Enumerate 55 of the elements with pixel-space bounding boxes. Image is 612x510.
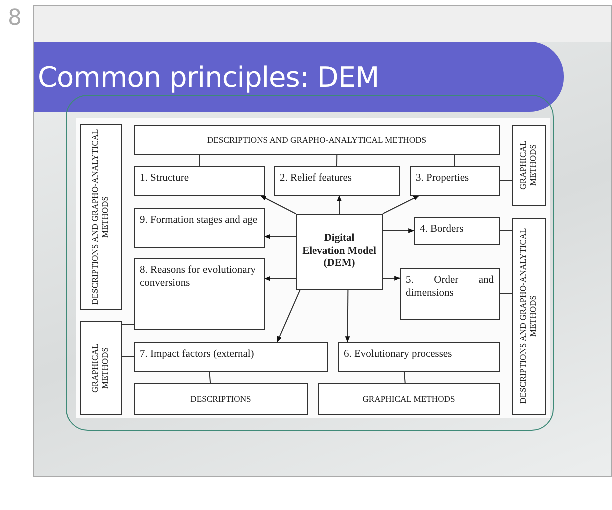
connector-line bbox=[209, 372, 212, 384]
process-box bbox=[512, 125, 546, 206]
connector-line bbox=[199, 154, 200, 166]
slide-title: Common principles: DEM bbox=[38, 60, 380, 94]
arrow bbox=[264, 276, 296, 282]
vertical-label: DESCRIPTIONS AND GRAPHO-ANALYTICAL METHODS bbox=[519, 228, 539, 406]
arrow bbox=[382, 228, 415, 234]
process-box bbox=[80, 321, 122, 415]
arrow bbox=[260, 196, 296, 214]
connector-line bbox=[500, 294, 512, 295]
process-box bbox=[414, 217, 500, 245]
vertical-label: GRAPHICAL METHODS bbox=[91, 342, 111, 395]
box-label: 7. Impact factors (external) bbox=[140, 349, 254, 362]
arrow bbox=[345, 290, 350, 343]
process-box bbox=[274, 166, 400, 196]
process-box bbox=[134, 208, 265, 248]
arrow bbox=[382, 196, 420, 214]
box-label: 5. Order and dimensions bbox=[406, 275, 494, 300]
box-label: 9. Formation stages and age bbox=[140, 215, 258, 228]
connector-line bbox=[500, 230, 512, 232]
connector-line bbox=[122, 356, 134, 358]
process-box bbox=[134, 342, 328, 372]
vertical-label: DESCRIPTIONS AND GRAPHO-ANALYTICAL METHODS bbox=[91, 128, 111, 307]
box-label: Digital Elevation Model (DEM) bbox=[302, 233, 377, 271]
central-box bbox=[296, 214, 383, 290]
box-label: GRAPHICAL METHODS bbox=[362, 394, 456, 404]
connector-line bbox=[122, 324, 134, 326]
process-box bbox=[318, 383, 500, 415]
arrow bbox=[277, 290, 301, 343]
process-box bbox=[134, 125, 500, 155]
connector-line bbox=[404, 372, 406, 384]
process-box bbox=[400, 268, 500, 320]
box-label: 8. Reasons for evolutionary conversions bbox=[140, 265, 258, 290]
process-box bbox=[134, 166, 265, 196]
box-label: 3. Properties bbox=[416, 173, 470, 186]
process-box bbox=[338, 342, 500, 372]
arrow bbox=[382, 276, 401, 281]
process-box bbox=[512, 218, 546, 415]
box-label: DESCRIPTIONS bbox=[190, 394, 252, 404]
process-box bbox=[134, 383, 308, 415]
connector-line bbox=[336, 154, 338, 166]
box-label: 6. Evolutionary processes bbox=[344, 349, 452, 362]
process-box bbox=[410, 166, 500, 196]
page-number: 8 bbox=[8, 6, 22, 31]
arrow bbox=[337, 195, 342, 214]
vertical-label: GRAPHICAL METHODS bbox=[519, 140, 539, 192]
box-label: DESCRIPTIONS AND GRAPHO-ANALYTICAL METHODS bbox=[207, 134, 427, 146]
box-label: 1. Structure bbox=[140, 173, 189, 186]
process-box bbox=[80, 124, 122, 310]
connector-line bbox=[454, 154, 456, 166]
box-label: 4. Borders bbox=[420, 224, 464, 237]
connector-line bbox=[500, 180, 512, 182]
arrow bbox=[264, 234, 296, 240]
box-label: 2. Relief features bbox=[280, 173, 352, 186]
process-box bbox=[134, 258, 265, 330]
